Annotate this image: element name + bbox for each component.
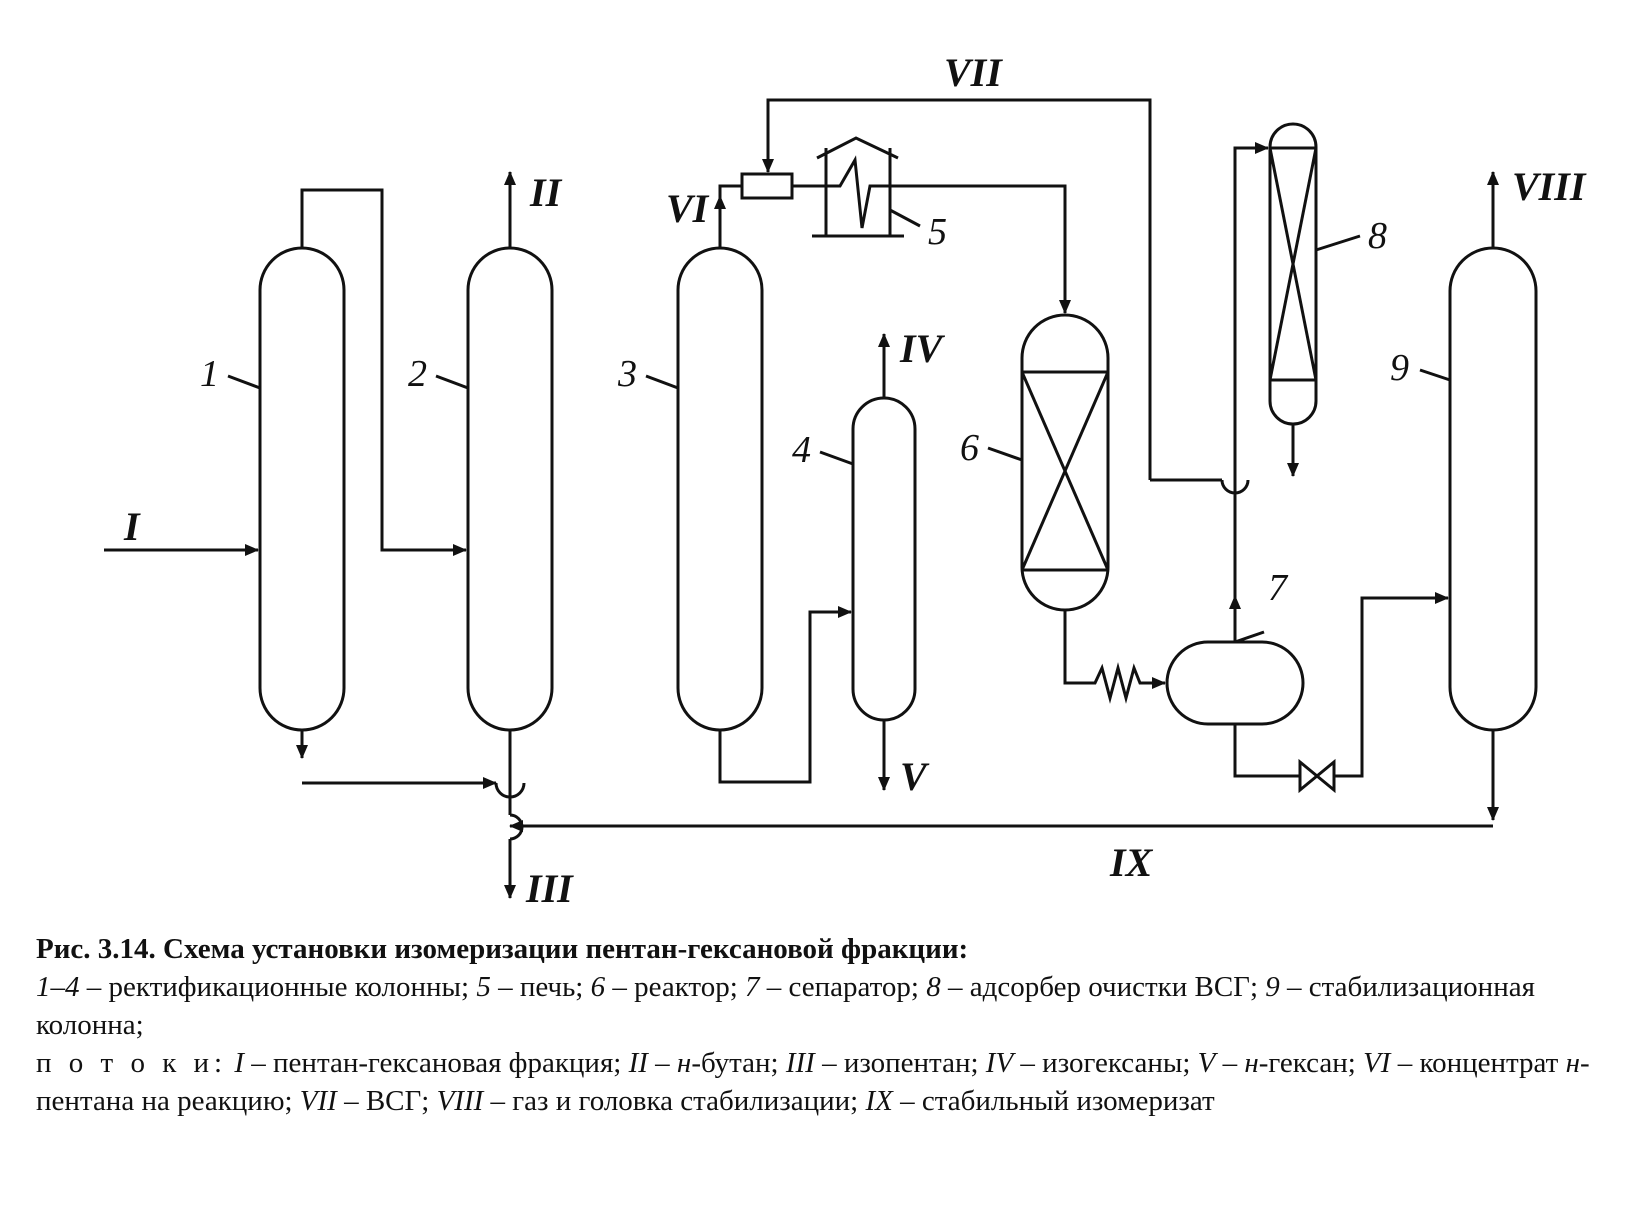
- caption-key: III: [785, 1047, 815, 1079]
- furnace-5: [800, 136, 904, 238]
- caption-text: – газ и головка стабилизации;: [483, 1085, 866, 1117]
- caption-key: 9: [1265, 971, 1280, 1003]
- caption-text: -бутан;: [691, 1047, 786, 1079]
- separator-7: [1165, 640, 1305, 726]
- caption-key: VIII: [436, 1085, 484, 1117]
- process-flow-diagram: I II III IV V VI VII VIII IX 1 2 3 4 5 6…: [104, 50, 1587, 911]
- stream-label-IX: IX: [1109, 840, 1154, 885]
- caption-key: IX: [865, 1085, 893, 1117]
- caption-text: – стабилизационная колонна;: [36, 971, 1535, 1041]
- caption-key: II: [628, 1047, 648, 1079]
- figure-caption: Рис. 3.14. Схема установки изомеризации …: [36, 930, 1626, 1120]
- caption-text: – печь;: [490, 971, 591, 1003]
- stream-label-I: I: [123, 504, 141, 549]
- mixer: [740, 172, 794, 200]
- caption-text: – стабильный изомеризат: [892, 1085, 1215, 1117]
- caption-text: – пентан-гексановая фракция;: [244, 1047, 629, 1079]
- caption-text: –: [647, 1047, 677, 1079]
- equipment-number-2: 2: [408, 353, 427, 395]
- caption-text: – ректификационные колонны;: [79, 971, 477, 1003]
- caption-key: 6: [590, 971, 606, 1003]
- caption-key: 8: [926, 971, 941, 1003]
- caption-key: VII: [299, 1085, 337, 1117]
- caption-italic: н: [1244, 1047, 1259, 1079]
- leader-lines: [227, 208, 1451, 644]
- reactor-6: [1020, 313, 1110, 612]
- caption-key: 7: [745, 971, 760, 1003]
- caption-italic: н: [1565, 1047, 1580, 1079]
- equipment-number-6: 6: [960, 427, 979, 469]
- caption-text: –: [1215, 1047, 1245, 1079]
- caption-text: – сепаратор;: [759, 971, 927, 1003]
- equipment-number-8: 8: [1368, 215, 1387, 257]
- equipment-number-1: 1: [200, 353, 219, 395]
- caption-text: – адсорбер очистки ВСГ;: [940, 971, 1266, 1003]
- stream-label-IV: IV: [899, 326, 946, 371]
- caption-key: V: [1197, 1047, 1216, 1079]
- equipment-number-9: 9: [1390, 347, 1409, 389]
- flow-lines: [104, 98, 1499, 899]
- caption-text: -пентана на реакцию;: [36, 1047, 1590, 1117]
- caption-key: 1–4: [36, 971, 80, 1003]
- caption-title: Рис. 3.14. Схема установки изомеризации …: [36, 933, 969, 965]
- caption-equipment: 1–4 – ректификационные колонны; 5 – печь…: [36, 968, 1626, 1044]
- column-3: [676, 246, 764, 732]
- caption-key: 5: [476, 971, 491, 1003]
- column-9: [1448, 246, 1538, 732]
- caption-flows: п о т о к и: I – пентан-гексановая фракц…: [36, 1044, 1626, 1120]
- stream-label-V: V: [900, 754, 930, 799]
- stream-label-II: II: [529, 170, 563, 215]
- caption-key: IV: [985, 1047, 1014, 1079]
- stream-label-VIII: VIII: [1512, 164, 1587, 209]
- column-4: [851, 396, 917, 722]
- caption-text: – ВСГ;: [336, 1085, 437, 1117]
- stream-label-VI: VI: [666, 186, 710, 231]
- equipment-number-5: 5: [928, 211, 947, 253]
- caption-text: – реактор;: [605, 971, 746, 1003]
- column-1: [258, 246, 346, 732]
- equipment-number-4: 4: [792, 429, 811, 471]
- caption-italic: н: [676, 1047, 692, 1079]
- caption-key: VI: [1363, 1047, 1391, 1079]
- caption-key: I: [234, 1047, 245, 1079]
- equipment-number-3: 3: [617, 353, 637, 395]
- column-2: [466, 246, 554, 732]
- equipment-number-7: 7: [1268, 567, 1289, 609]
- caption-text: – изогексаны;: [1013, 1047, 1198, 1079]
- caption-text: -гексан;: [1258, 1047, 1364, 1079]
- caption-text: – концентрат: [1390, 1047, 1566, 1079]
- stream-label-III: III: [525, 866, 574, 911]
- adsorber-8: [1268, 122, 1318, 426]
- caption-text: – изопентан;: [814, 1047, 986, 1079]
- flows-word: п о т о к и:: [36, 1047, 228, 1079]
- stream-label-VII: VII: [944, 50, 1003, 95]
